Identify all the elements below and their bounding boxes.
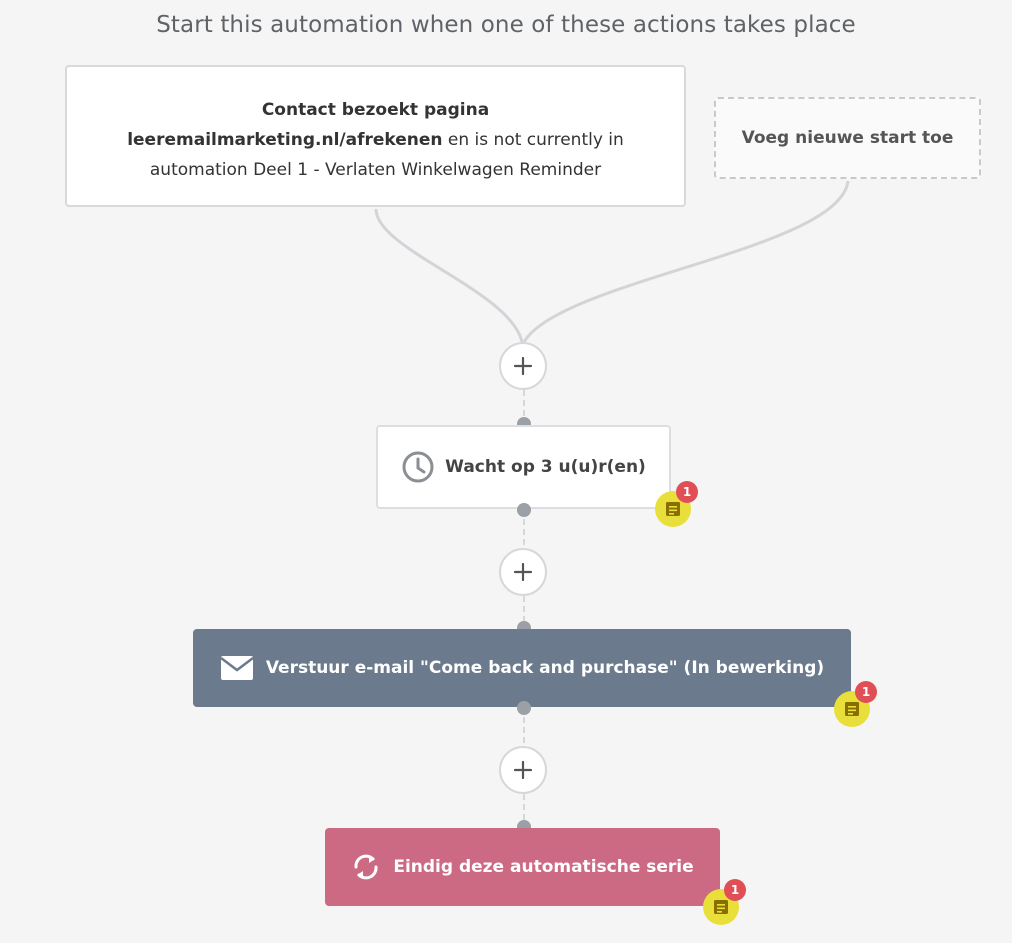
add-start-trigger-button[interactable]: Voeg nieuwe start toe (714, 97, 981, 179)
email-step-note[interactable]: 1 (834, 681, 877, 727)
end-automation-label: Eindig deze automatische serie (393, 857, 694, 877)
wait-step-note[interactable]: 1 (655, 481, 698, 527)
send-email-step-label: Verstuur e-mail "Come back and purchase"… (265, 658, 825, 678)
envelope-icon (220, 655, 254, 681)
clock-icon (401, 450, 435, 484)
plus-icon (513, 356, 533, 376)
note-count-badge: 1 (855, 681, 877, 703)
add-step-button[interactable] (499, 342, 547, 390)
connector-dot (517, 503, 531, 517)
send-email-step-card[interactable]: Verstuur e-mail "Come back and purchase"… (193, 629, 851, 707)
start-trigger-card[interactable]: Contact bezoekt pagina leeremailmarketin… (65, 65, 686, 207)
trigger-line-2: leeremailmarketing.nl/afrekenen en is no… (85, 125, 666, 155)
add-step-button[interactable] (499, 746, 547, 794)
plus-icon (513, 760, 533, 780)
note-count-badge: 1 (724, 879, 746, 901)
end-step-note[interactable]: 1 (703, 879, 746, 925)
plus-icon (513, 562, 533, 582)
note-icon (714, 900, 728, 914)
wait-step-label: Wacht op 3 u(u)r(en) (445, 457, 646, 477)
add-start-label: Voeg nieuwe start toe (741, 128, 954, 148)
wait-step-card[interactable]: Wacht op 3 u(u)r(en) (376, 425, 671, 509)
connector-dot (517, 701, 531, 715)
page-title: Start this automation when one of these … (156, 12, 856, 38)
add-step-button[interactable] (499, 548, 547, 596)
trigger-line-3: automation Deel 1 - Verlaten Winkelwagen… (149, 160, 602, 180)
trigger-url: leeremailmarketing.nl/afrekenen (127, 130, 443, 150)
note-icon (845, 702, 859, 716)
note-icon (666, 502, 680, 516)
trigger-line-1: Contact bezoekt pagina (261, 100, 490, 120)
trigger-condition: en is not currently in (442, 130, 624, 150)
refresh-arrows-icon (351, 853, 381, 881)
note-count-badge: 1 (676, 481, 698, 503)
end-automation-step-card[interactable]: Eindig deze automatische serie (325, 828, 720, 906)
